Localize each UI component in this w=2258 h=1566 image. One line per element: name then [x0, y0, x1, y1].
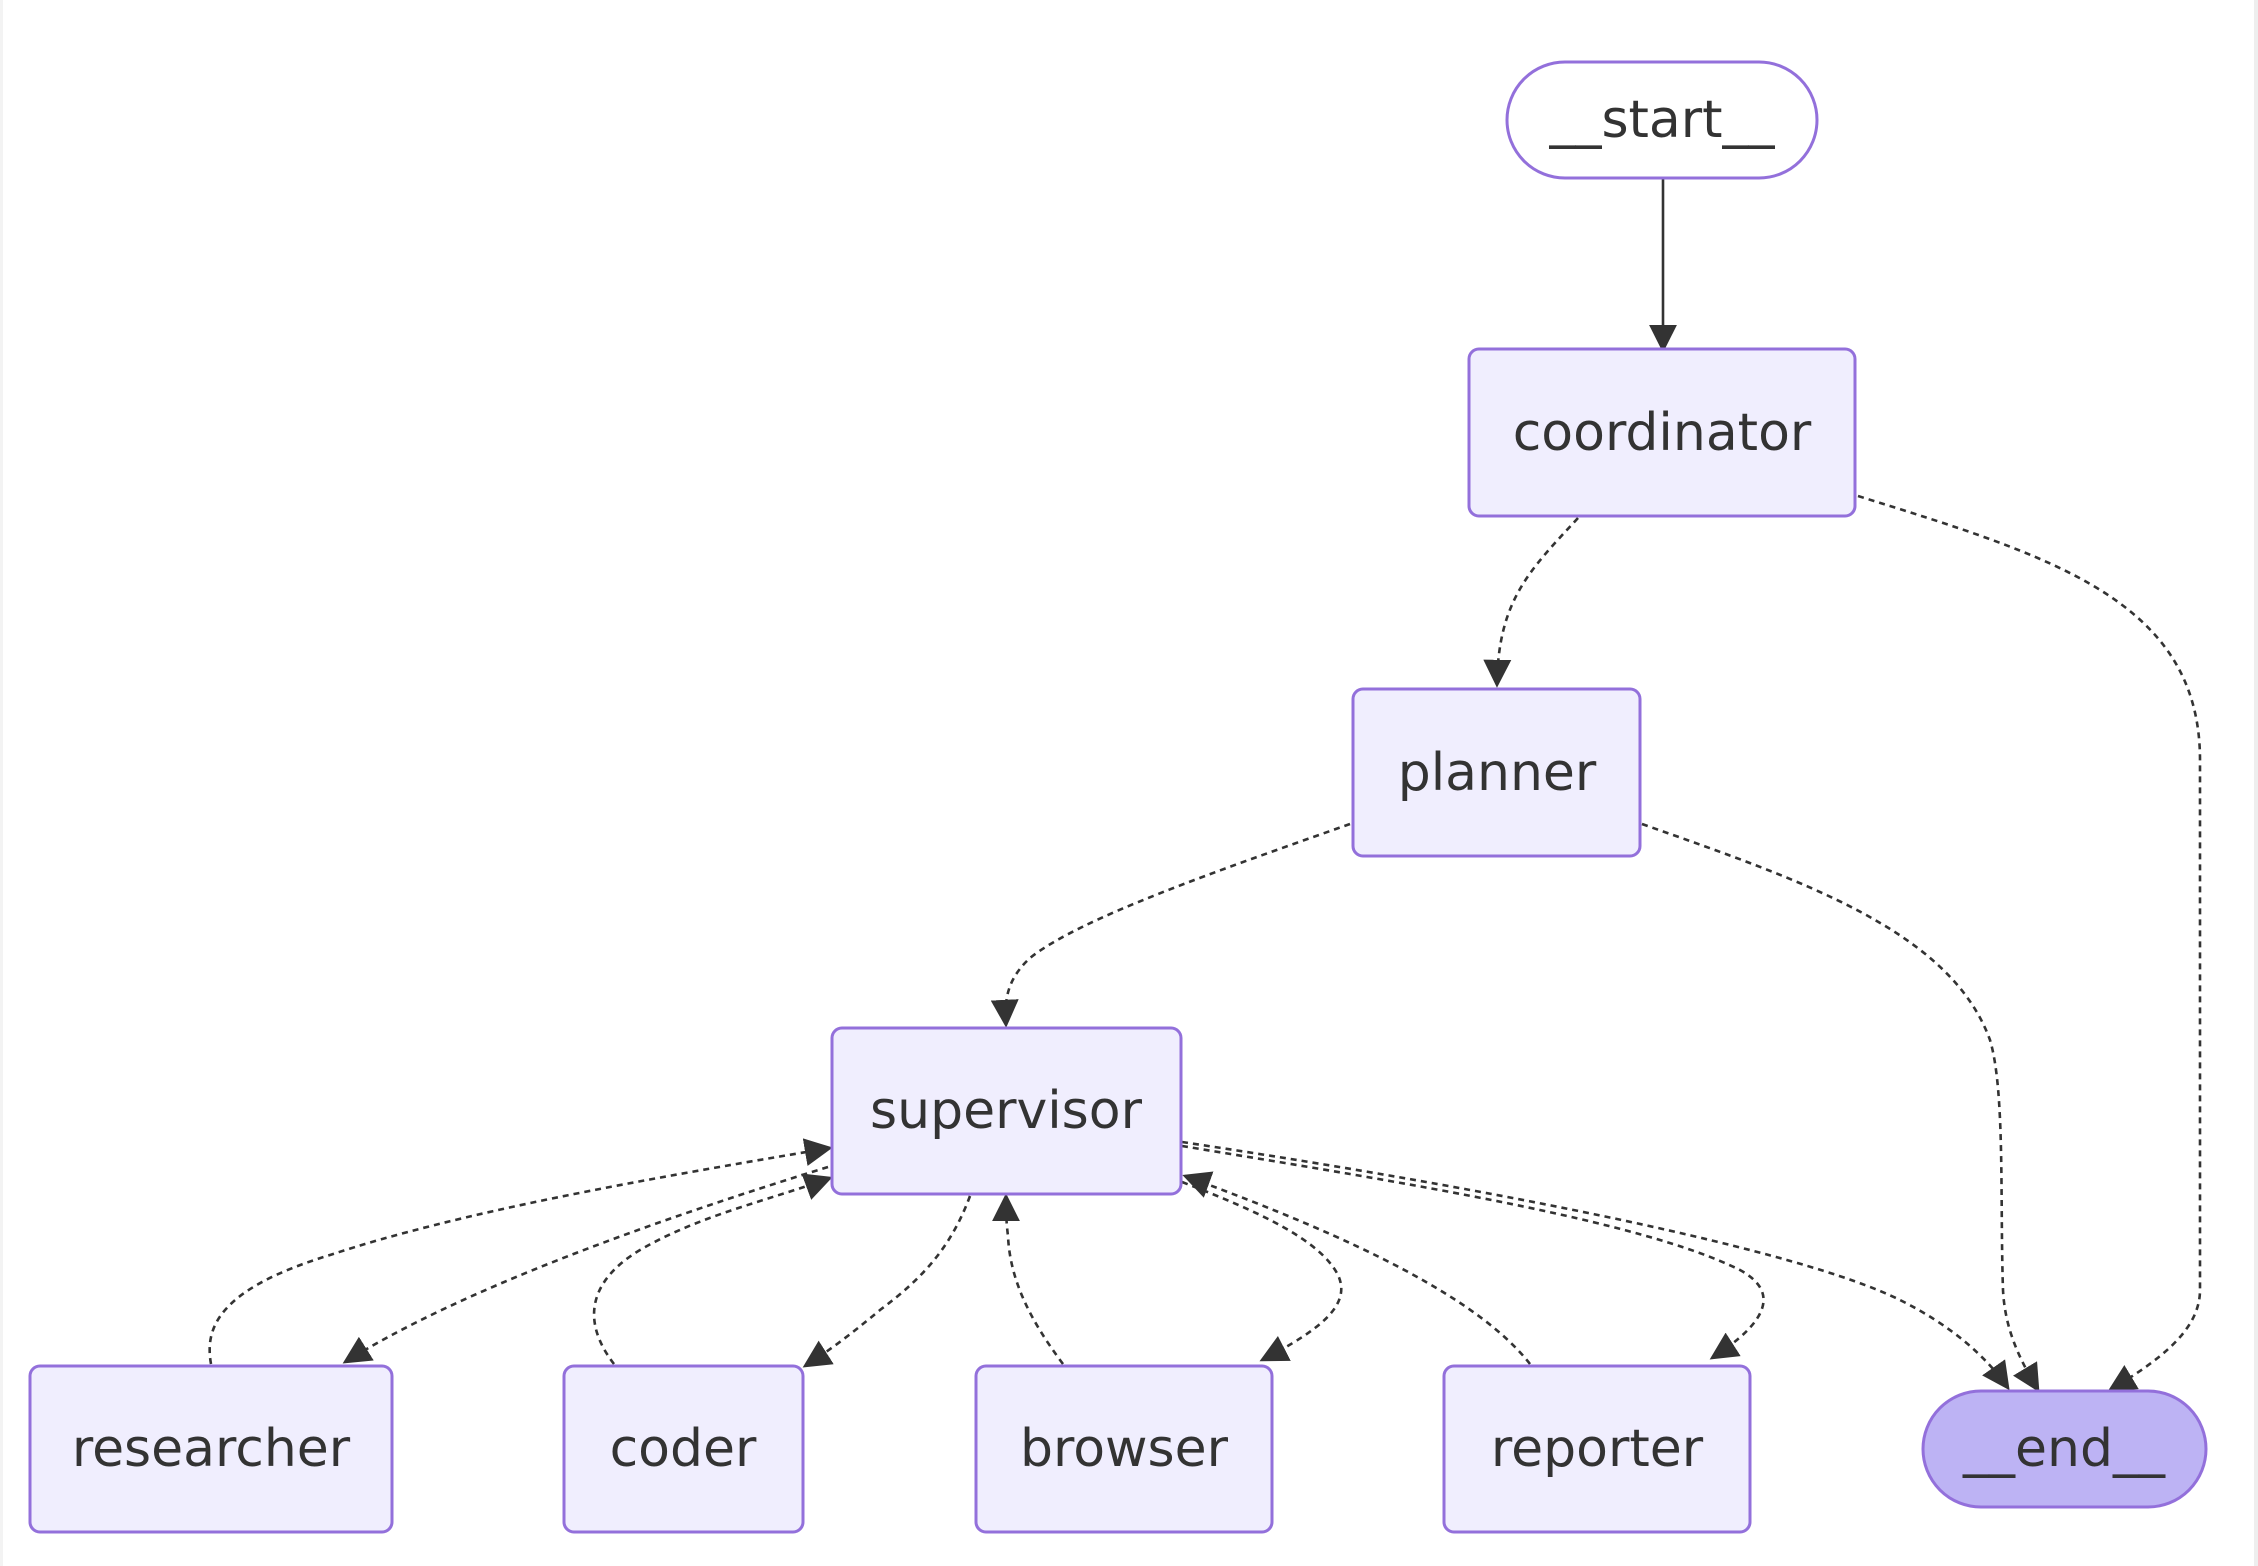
- node-browser[interactable]: browser: [974, 1364, 1274, 1534]
- edge-coder-supervisor: [592, 1173, 833, 1365]
- node-coordinator-shape: [1467, 347, 1857, 518]
- right-border: [2254, 0, 2258, 1566]
- node-planner-shape: [1351, 687, 1642, 858]
- node-supervisor-shape: [830, 1026, 1183, 1196]
- node-coder[interactable]: coder: [562, 1364, 805, 1534]
- node-coordinator[interactable]: coordinator: [1467, 347, 1857, 518]
- node-end-shape: [1921, 1389, 2208, 1509]
- edge-coordinator-planner: [1483, 517, 1579, 688]
- node-reporter-label: reporter: [1491, 1419, 1704, 1479]
- edge-supervisor-end: [1181, 1140, 2010, 1391]
- edge-supervisor-coder: [802, 1195, 972, 1368]
- edge-supervisor-reporter: [1181, 1144, 1765, 1360]
- node-reporter-shape: [1442, 1364, 1752, 1534]
- node-planner[interactable]: planner: [1351, 687, 1642, 858]
- node-coder-shape: [562, 1364, 805, 1534]
- edge-supervisor-browser: [1181, 1180, 1343, 1362]
- node-browser-label: browser: [1020, 1419, 1229, 1479]
- node-coordinator-label: coordinator: [1513, 403, 1812, 463]
- edge-supervisor-researcher: [342, 1165, 829, 1364]
- node-start-shape: [1505, 60, 1819, 180]
- node-supervisor[interactable]: supervisor: [830, 1026, 1183, 1196]
- node-end-label: __end__: [1962, 1419, 2166, 1479]
- edge-coordinator-end: [1857, 494, 2202, 1392]
- node-start[interactable]: __start__: [1505, 60, 1819, 180]
- node-coder-label: coder: [610, 1419, 757, 1479]
- node-researcher-label: researcher: [72, 1419, 351, 1479]
- edges: [208, 178, 2202, 1393]
- left-border: [0, 0, 3, 1566]
- edge-reporter-supervisor: [1182, 1171, 1532, 1365]
- edge-browser-supervisor: [992, 1193, 1065, 1365]
- node-browser-shape: [974, 1364, 1274, 1534]
- edge-planner-supervisor: [990, 822, 1351, 1028]
- node-researcher-shape: [28, 1364, 394, 1534]
- edge-researcher-supervisor: [208, 1138, 833, 1365]
- node-planner-label: planner: [1398, 743, 1597, 803]
- node-researcher[interactable]: researcher: [28, 1364, 394, 1534]
- edge-planner-end: [1641, 822, 2040, 1393]
- node-reporter[interactable]: reporter: [1442, 1364, 1752, 1534]
- node-end[interactable]: __end__: [1921, 1389, 2208, 1509]
- node-supervisor-label: supervisor: [870, 1081, 1143, 1141]
- node-start-label: __start__: [1548, 90, 1775, 150]
